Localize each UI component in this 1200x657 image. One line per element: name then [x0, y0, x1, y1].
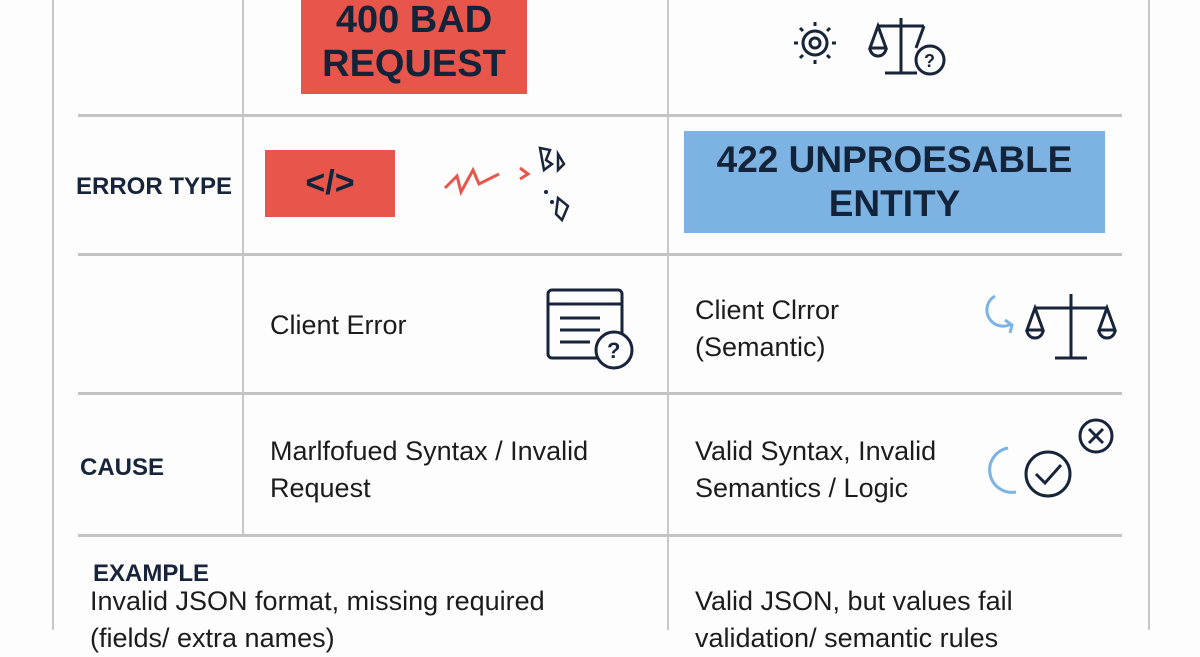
text-line: Semantics / Logic: [695, 473, 909, 503]
text-line: Invalid JSON format, missing required: [90, 586, 545, 616]
svg-text:?: ?: [607, 338, 620, 363]
text-line: Valid JSON, but values fail: [695, 586, 1013, 616]
text-line: (Semantic): [695, 332, 826, 362]
frame-right-line: [1148, 0, 1150, 630]
example-400: Invalid JSON format, missing required (f…: [90, 583, 545, 657]
code-icon: </>: [265, 150, 395, 217]
row-label-example: EXAMPLE: [93, 560, 210, 587]
frame-left-line: [52, 0, 54, 630]
row-label-cause: CAUSE: [80, 454, 165, 481]
text-line: Valid Syntax, Invalid: [695, 436, 937, 466]
badge-line: 400 BAD: [335, 0, 493, 41]
text-line: validation/ semantic rules: [695, 623, 999, 653]
row-divider: [78, 253, 1122, 256]
column-divider-2: [667, 0, 669, 630]
badge-line: ENTITY: [828, 183, 961, 224]
status-400-badge: 400 BAD REQUEST: [301, 0, 527, 94]
text-line: Marlfofued Syntax / Invalid: [270, 436, 589, 466]
broken-request-icon: [443, 146, 570, 223]
column-divider-1: [242, 0, 244, 535]
svg-text:?: ?: [924, 51, 935, 71]
document-question-icon: ?: [546, 288, 634, 370]
gear-scale-question-icon: ?: [794, 18, 946, 76]
row-divider: [78, 534, 1122, 537]
badge-line: REQUEST: [322, 43, 506, 85]
status-422-badge: 422 UNPROESABLE ENTITY: [684, 131, 1105, 233]
category-422: Client Clrror (Semantic): [695, 292, 839, 366]
retry-scale-icon: [985, 294, 1118, 360]
category-400: Client Error: [270, 310, 407, 340]
row-divider: [78, 114, 1122, 117]
row-label-error-type: ERROR TYPE: [76, 173, 233, 200]
example-422: Valid JSON, but values fail validation/ …: [695, 583, 1013, 657]
badge-line: 422 UNPROESABLE: [716, 139, 1073, 180]
text-line: Request: [270, 473, 371, 503]
row-divider: [78, 392, 1122, 395]
text-line: Client Clrror: [695, 295, 840, 325]
text-line: (fields/ extra names): [90, 623, 335, 653]
retry-check-cancel-icon: [988, 418, 1114, 498]
cause-422: Valid Syntax, Invalid Semantics / Logic: [695, 433, 936, 507]
cause-400: Marlfofued Syntax / Invalid Request: [270, 433, 588, 507]
